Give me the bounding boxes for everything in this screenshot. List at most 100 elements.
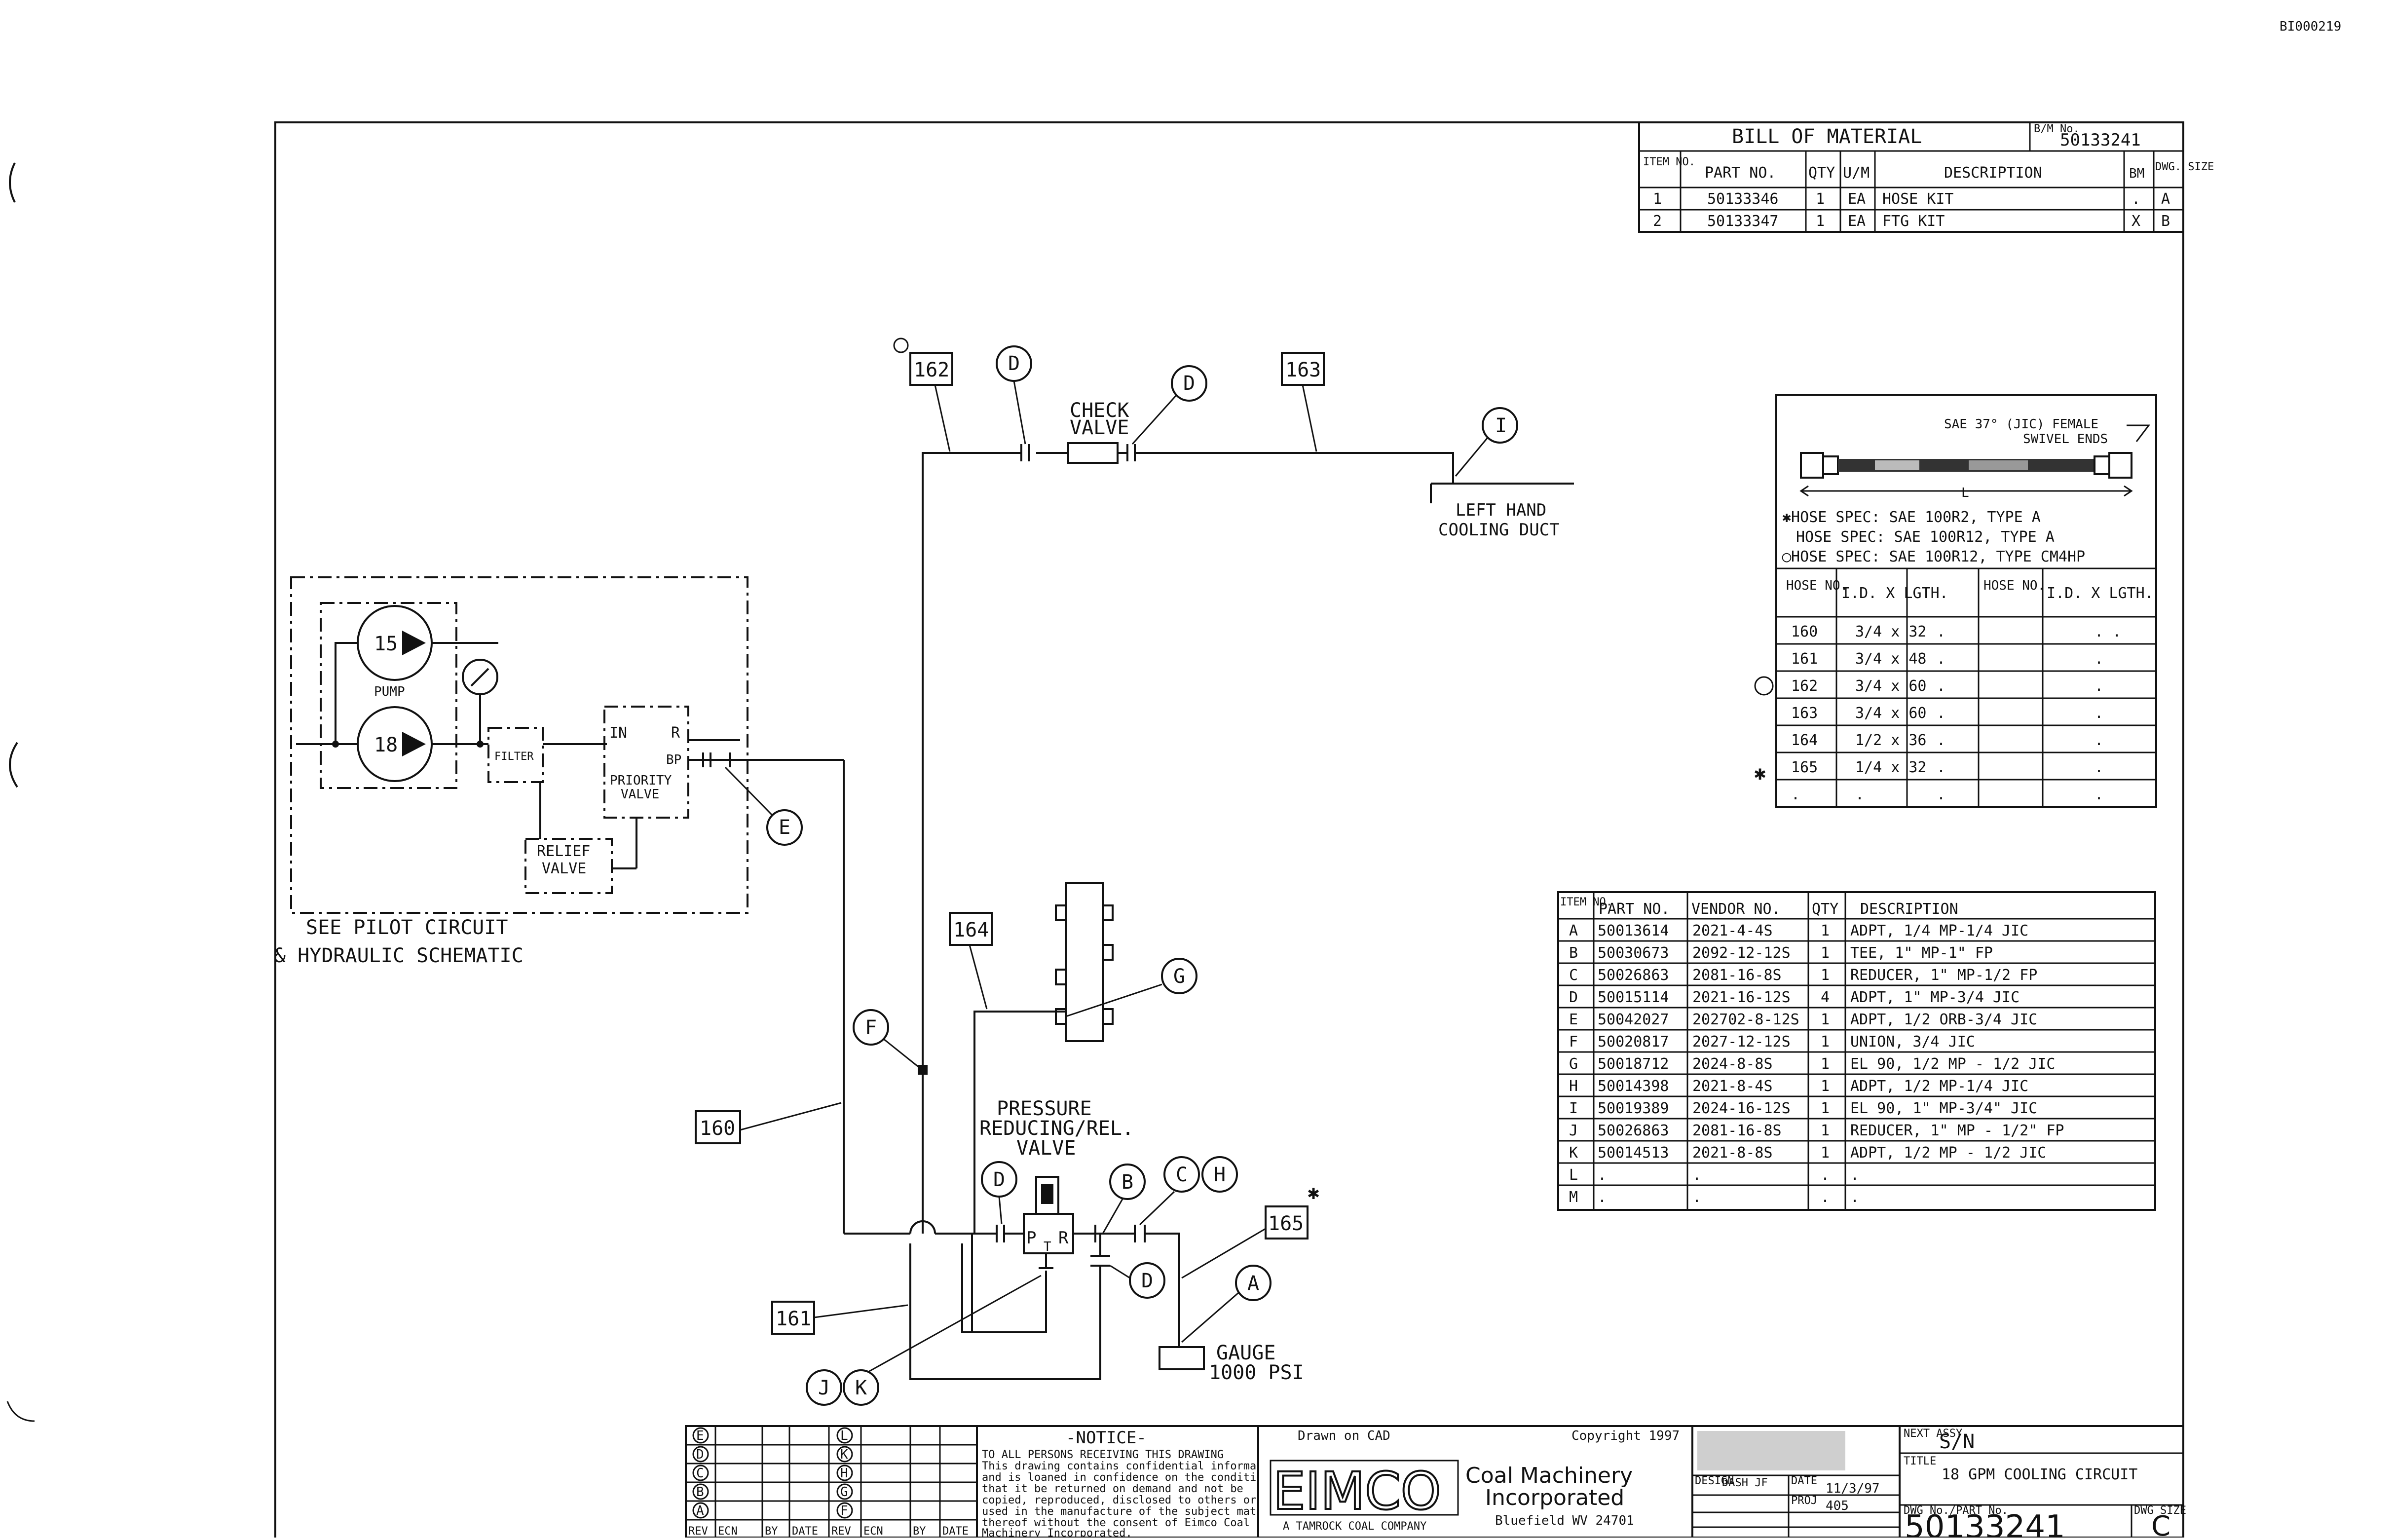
bom-no: 50133241 (2060, 130, 2141, 150)
parts-cell: D (1569, 989, 1578, 1006)
hose-160-label: 160 (700, 1117, 735, 1140)
revision-header: ECN (718, 1525, 738, 1538)
gauge-label-2: 1000 PSI (1209, 1361, 1304, 1384)
revision-letter: H (840, 1466, 848, 1481)
parts-cell: 2081-16-8S (1692, 967, 1782, 984)
bom-cell: . (2132, 190, 2140, 208)
drawn-label: DESIGN (1695, 1475, 1734, 1487)
revision-header: REV (831, 1525, 851, 1538)
proj-number: 405 (1826, 1499, 1849, 1513)
callout-a-label: A (1247, 1272, 1259, 1295)
notice-line: that it be returned on demand and not be (982, 1483, 1243, 1495)
revision-letter: C (696, 1466, 704, 1481)
prv-port-r: R (1058, 1228, 1069, 1248)
dwg-size: C (2151, 1510, 2170, 1538)
callout-j-label: J (818, 1377, 830, 1399)
parts-cell: EL 90, 1/2 MP - 1/2 JIC (1850, 1055, 2055, 1073)
revision-letter: B (696, 1485, 704, 1500)
notice-line: TO ALL PERSONS RECEIVING THIS DRAWING (982, 1449, 1224, 1461)
parts-cell: 2021-8-8S (1692, 1144, 1773, 1162)
hose-cell: 163 (1791, 705, 1818, 722)
check-valve-label-2: VALVE (1070, 416, 1129, 439)
hose-cell: . (2095, 650, 2103, 668)
parts-cell: 1 (1821, 1144, 1830, 1162)
parts-cell: 50015114 (1598, 989, 1669, 1006)
bom-header-um: U/M (1843, 164, 1870, 182)
parts-cell: 50014513 (1598, 1144, 1669, 1162)
callout-b-bubble (1109, 1164, 1146, 1200)
drawn-on-cad: Drawn on CAD (1298, 1428, 1390, 1443)
callout-f-bubble (853, 1009, 889, 1046)
callout-k-label: K (855, 1377, 867, 1399)
parts-cell: F (1569, 1033, 1578, 1051)
hose-162-spec-marker (893, 338, 909, 353)
drawn-by: DASH JF (1722, 1477, 1768, 1489)
hose-spec-2: HOSE SPEC: SAE 100R12, TYPE A (1796, 528, 2055, 546)
parts-cell: 2092-12-12S (1692, 944, 1791, 962)
callout-d-bubble (1129, 1262, 1165, 1299)
bill-of-material-table: BILL OF MATERIAL B/M No. 50133241 ITEM N… (1638, 121, 2214, 233)
hose-cell: 1/4 x 32 (1855, 759, 1927, 776)
hose-cell: 160 (1791, 623, 1818, 640)
hose-165-spec-marker: ✱ (1308, 1181, 1319, 1204)
proj-label: PROJ (1791, 1495, 1817, 1507)
parts-cell: 50019389 (1598, 1100, 1669, 1117)
prv-symbol (1023, 1213, 1074, 1254)
parts-cell: REDUCER, 1" MP-1/2 FP (1850, 967, 2037, 984)
prv-label-1: PRESSURE (997, 1097, 1092, 1120)
callout-d-label: D (1008, 352, 1020, 375)
parts-cell: ADPT, 1/2 MP - 1/2 JIC (1850, 1144, 2046, 1162)
callout-c-label: C (1176, 1164, 1188, 1186)
drawing-title: 18 GPM COOLING CIRCUIT (1942, 1466, 2137, 1483)
hose-cell: . (1855, 786, 1864, 803)
hose-cell: 165 (1791, 759, 1818, 776)
notice-line: and is loaned in confidence on the condi… (982, 1471, 1276, 1484)
callout-i-label: I (1495, 414, 1507, 437)
hose-162-label: 162 (914, 359, 949, 381)
parts-cell: 50042027 (1598, 1011, 1669, 1028)
copyright: Copyright 1997 (1571, 1428, 1680, 1443)
bom-cell: 1 (1816, 190, 1825, 208)
hose-cell: . (1937, 677, 1945, 695)
parts-header-item: ITEM NO. (1560, 896, 1612, 908)
prv-label-3: VALVE (1016, 1137, 1076, 1160)
hose-cell: 1/2 x 36 (1855, 732, 1927, 749)
parts-cell: 2021-8-4S (1692, 1078, 1773, 1095)
callout-e-bubble (766, 809, 803, 846)
priority-valve-in: IN (609, 724, 627, 742)
callout-b-label: B (1122, 1171, 1133, 1194)
gauge-symbol (1159, 1346, 1205, 1370)
revision-letter: L (840, 1428, 848, 1443)
parts-cell: H (1569, 1078, 1578, 1095)
hose-cell: . (1937, 786, 1945, 803)
parts-cell: C (1569, 967, 1578, 984)
callout-h-bubble (1201, 1156, 1238, 1193)
next-assy-label: NEXT ASSY. (1904, 1427, 1969, 1440)
hose-spec-3: ◯HOSE SPEC: SAE 100R12, TYPE CM4HP (1782, 548, 2085, 565)
parts-cell: ADPT, 1" MP-3/4 JIC (1850, 989, 2020, 1006)
prv-port-t: T (1044, 1240, 1051, 1254)
bom-title: BILL OF MATERIAL (1732, 125, 1922, 148)
parts-cell: . (1821, 1189, 1830, 1206)
hose-spec-table: SAE 37° (JIC) FEMALE SWIVEL ENDS L ✱HOSE… (1754, 394, 2157, 808)
parts-cell: G (1569, 1055, 1578, 1073)
parts-cell: . (1692, 1189, 1701, 1206)
parts-cell: . (1598, 1166, 1607, 1184)
callout-g-bubble (1161, 958, 1197, 994)
parts-header-qty: QTY (1812, 901, 1838, 918)
bom-cell: A (2161, 190, 2170, 208)
parts-cell: EL 90, 1" MP-3/4" JIC (1850, 1100, 2037, 1117)
parts-header-part: PART NO. (1599, 901, 1670, 918)
bom-cell: 50133346 (1707, 190, 1779, 208)
tolerance-notes (1697, 1431, 1845, 1470)
pilot-circuit-note-1: SEE PILOT CIRCUIT (306, 916, 508, 939)
parts-cell: K (1569, 1144, 1578, 1162)
bom-header-bm: BM (2129, 166, 2144, 181)
hose-cell: . (1937, 650, 1945, 668)
parts-cell: E (1569, 1011, 1578, 1028)
parts-cell: 50026863 (1598, 1122, 1669, 1139)
bom-header-part: PART NO. (1705, 164, 1776, 182)
logo-subtitle: A TAMROCK COAL COMPANY (1283, 1520, 1426, 1533)
